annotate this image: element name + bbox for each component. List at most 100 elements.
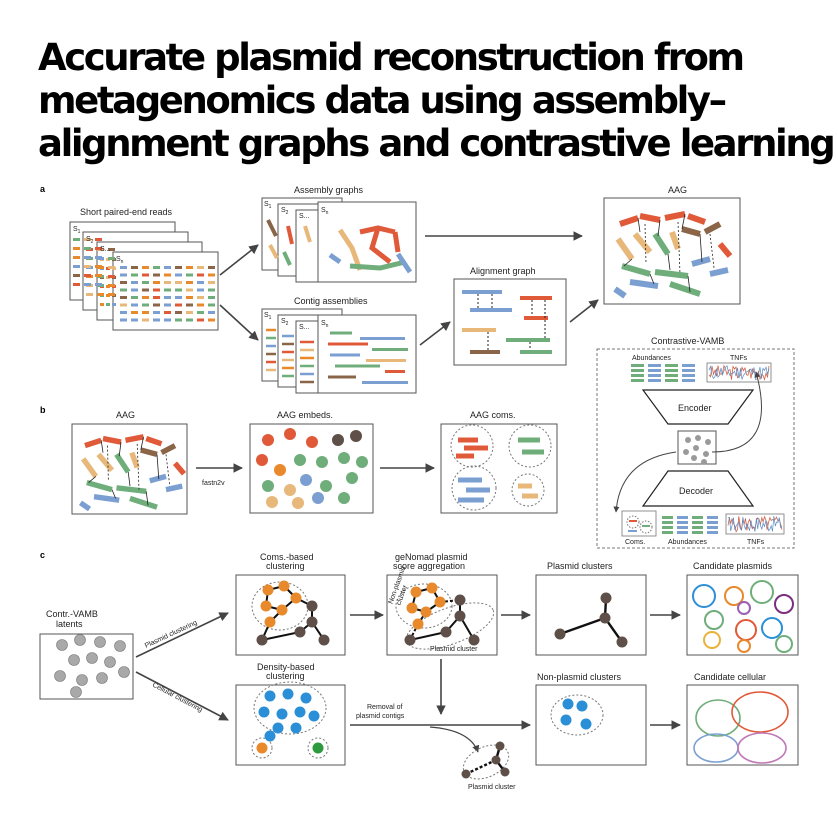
cellular-node bbox=[272, 722, 284, 734]
read-fragment bbox=[208, 303, 215, 307]
read-fragment bbox=[197, 311, 204, 314]
panel-c-letter: c bbox=[40, 550, 45, 560]
read-fragment bbox=[175, 303, 182, 307]
network-node bbox=[468, 634, 480, 646]
aag-b-label: AAG bbox=[116, 410, 135, 420]
read-fragment bbox=[208, 281, 215, 284]
read-fragment bbox=[175, 318, 182, 322]
network-node bbox=[306, 600, 318, 612]
community-ring bbox=[511, 473, 545, 507]
read-fragment bbox=[73, 247, 80, 250]
latent-dot bbox=[705, 439, 711, 445]
read-fragment bbox=[142, 273, 149, 277]
fastn2v-label: fastn2v bbox=[202, 480, 225, 487]
plasmid-ring bbox=[737, 639, 751, 653]
plasmid-ring bbox=[692, 584, 716, 608]
read-fragment bbox=[95, 238, 102, 241]
read-fragment bbox=[100, 303, 104, 306]
network-node bbox=[434, 596, 446, 608]
network-edge bbox=[409, 631, 447, 641]
read-fragment bbox=[84, 265, 91, 268]
sample-1-label: S1 bbox=[73, 226, 81, 235]
read-fragment bbox=[164, 311, 171, 314]
coms-b-drawing bbox=[450, 424, 552, 511]
read-fragment bbox=[131, 266, 138, 269]
plasmid-clustering-label: Plasmid clustering bbox=[144, 619, 199, 649]
read-fragment bbox=[208, 311, 215, 314]
network-node bbox=[406, 602, 418, 614]
read-fragment bbox=[142, 266, 149, 269]
aag-segment bbox=[81, 457, 98, 478]
aag-segment bbox=[613, 286, 627, 299]
read-fragment bbox=[164, 288, 171, 292]
read-fragment bbox=[153, 296, 160, 299]
read-fragment bbox=[120, 311, 127, 314]
read-fragment bbox=[197, 266, 204, 269]
read-fragment bbox=[142, 318, 149, 322]
abundance-bar bbox=[648, 369, 661, 372]
read-fragments bbox=[73, 238, 215, 322]
read-fragment bbox=[208, 288, 215, 292]
latent-dot bbox=[68, 654, 80, 666]
aag-segment bbox=[124, 434, 145, 443]
read-fragment bbox=[84, 238, 91, 241]
embedding-dot bbox=[284, 428, 296, 440]
title-line-3: alignment graphs and contrastive learnin… bbox=[38, 122, 836, 165]
candidate-cellular-rings bbox=[693, 691, 789, 764]
abundances-out-label: Abundances bbox=[668, 539, 707, 546]
embedding-dot bbox=[306, 436, 318, 448]
abundance-bar bbox=[631, 379, 644, 382]
abundance-bar bbox=[631, 374, 644, 377]
alignment-graph-drawing bbox=[462, 290, 552, 354]
network-node bbox=[262, 584, 274, 596]
aag-segment bbox=[172, 461, 187, 476]
plasmid-cluster-bottom-label: Plasmid cluster bbox=[468, 784, 516, 791]
aag-segment bbox=[145, 436, 163, 447]
read-fragment bbox=[186, 281, 193, 284]
read-fragment bbox=[208, 266, 215, 269]
assembly-graphs-label: Assembly graphs bbox=[294, 185, 364, 195]
aag-link bbox=[156, 454, 160, 480]
aag-segment bbox=[84, 437, 103, 449]
genomad-drawing bbox=[395, 582, 495, 650]
genomad-label-2: score aggregation bbox=[393, 561, 465, 571]
read-fragment bbox=[108, 248, 115, 251]
abundance-bar bbox=[665, 374, 678, 377]
latents-dots bbox=[54, 634, 130, 698]
cluster-ring bbox=[251, 737, 273, 759]
abundance-bar bbox=[648, 364, 661, 367]
read-fragment bbox=[153, 303, 160, 307]
arrow-contigs-to-alignment bbox=[419, 321, 451, 346]
aag-link bbox=[111, 489, 116, 499]
network-node bbox=[294, 626, 306, 638]
read-fragment bbox=[84, 247, 91, 250]
read-fragment bbox=[112, 303, 116, 306]
network-node bbox=[454, 594, 466, 606]
candidate-cellular-label: Candidate cellular bbox=[694, 672, 766, 682]
aag-segment bbox=[129, 451, 140, 469]
abundance-bar bbox=[682, 369, 695, 372]
read-fragment bbox=[131, 296, 138, 299]
read-fragment bbox=[73, 274, 80, 277]
cellular-node bbox=[300, 692, 312, 704]
embedding-dot bbox=[256, 454, 268, 466]
arrow-reads-to-contigs bbox=[219, 304, 259, 341]
arrow-alignment-to-aag bbox=[569, 299, 599, 323]
sample-2-label: S2 bbox=[86, 236, 94, 245]
abundance-bar bbox=[631, 364, 644, 367]
embedding-dot bbox=[312, 492, 324, 504]
read-fragment bbox=[164, 318, 171, 322]
plasmid-ring bbox=[761, 617, 783, 639]
abundance-bar bbox=[682, 374, 695, 377]
ca-sample-dots-label: S... bbox=[299, 324, 310, 331]
abundance-bar bbox=[707, 531, 718, 534]
read-fragment bbox=[197, 296, 204, 299]
read-fragment bbox=[142, 296, 149, 299]
latent-dot bbox=[86, 652, 98, 664]
reads-label: Short paired-end reads bbox=[80, 207, 173, 217]
latent-dot bbox=[74, 634, 86, 646]
embedding-dot bbox=[266, 496, 278, 508]
non-plasmid-clusters-label: Non-plasmid clusters bbox=[537, 672, 622, 682]
read-fragment bbox=[73, 283, 80, 286]
latent-dot bbox=[104, 656, 116, 668]
